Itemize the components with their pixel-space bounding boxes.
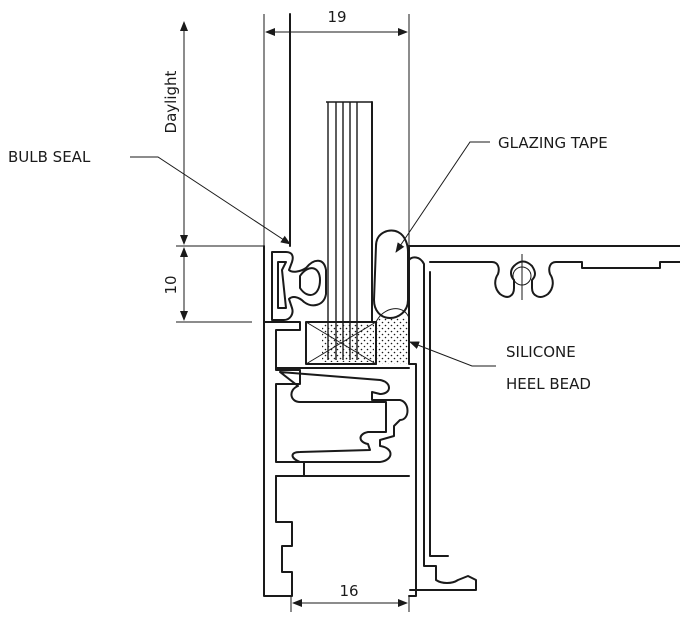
bulb-seal xyxy=(271,251,327,321)
dimension-10-label: 10 xyxy=(162,275,180,294)
dimension-16-label: 16 xyxy=(339,582,358,600)
dimension-pocket-width: 16 xyxy=(290,582,410,612)
callout-silicone-heel-bead: SILICONE HEEL BEAD xyxy=(409,341,591,393)
setting-block xyxy=(305,318,409,365)
silicone-label: SILICONE xyxy=(506,343,576,361)
dimension-19-label: 19 xyxy=(327,8,346,26)
glazing-tape-label: GLAZING TAPE xyxy=(498,134,608,152)
callout-glazing-tape: GLAZING TAPE xyxy=(395,134,608,253)
frame-profile xyxy=(263,245,680,597)
glazing-tape xyxy=(373,229,410,323)
callout-bulb-seal: BULB SEAL xyxy=(8,148,291,245)
bulb-seal-label: BULB SEAL xyxy=(8,148,91,166)
daylight-label: Daylight xyxy=(162,70,180,133)
dimension-bite: 10 xyxy=(162,245,264,323)
glass-unit xyxy=(289,13,373,360)
heel-bead-label: HEEL BEAD xyxy=(506,375,591,393)
dimension-daylight: Daylight xyxy=(162,21,188,245)
